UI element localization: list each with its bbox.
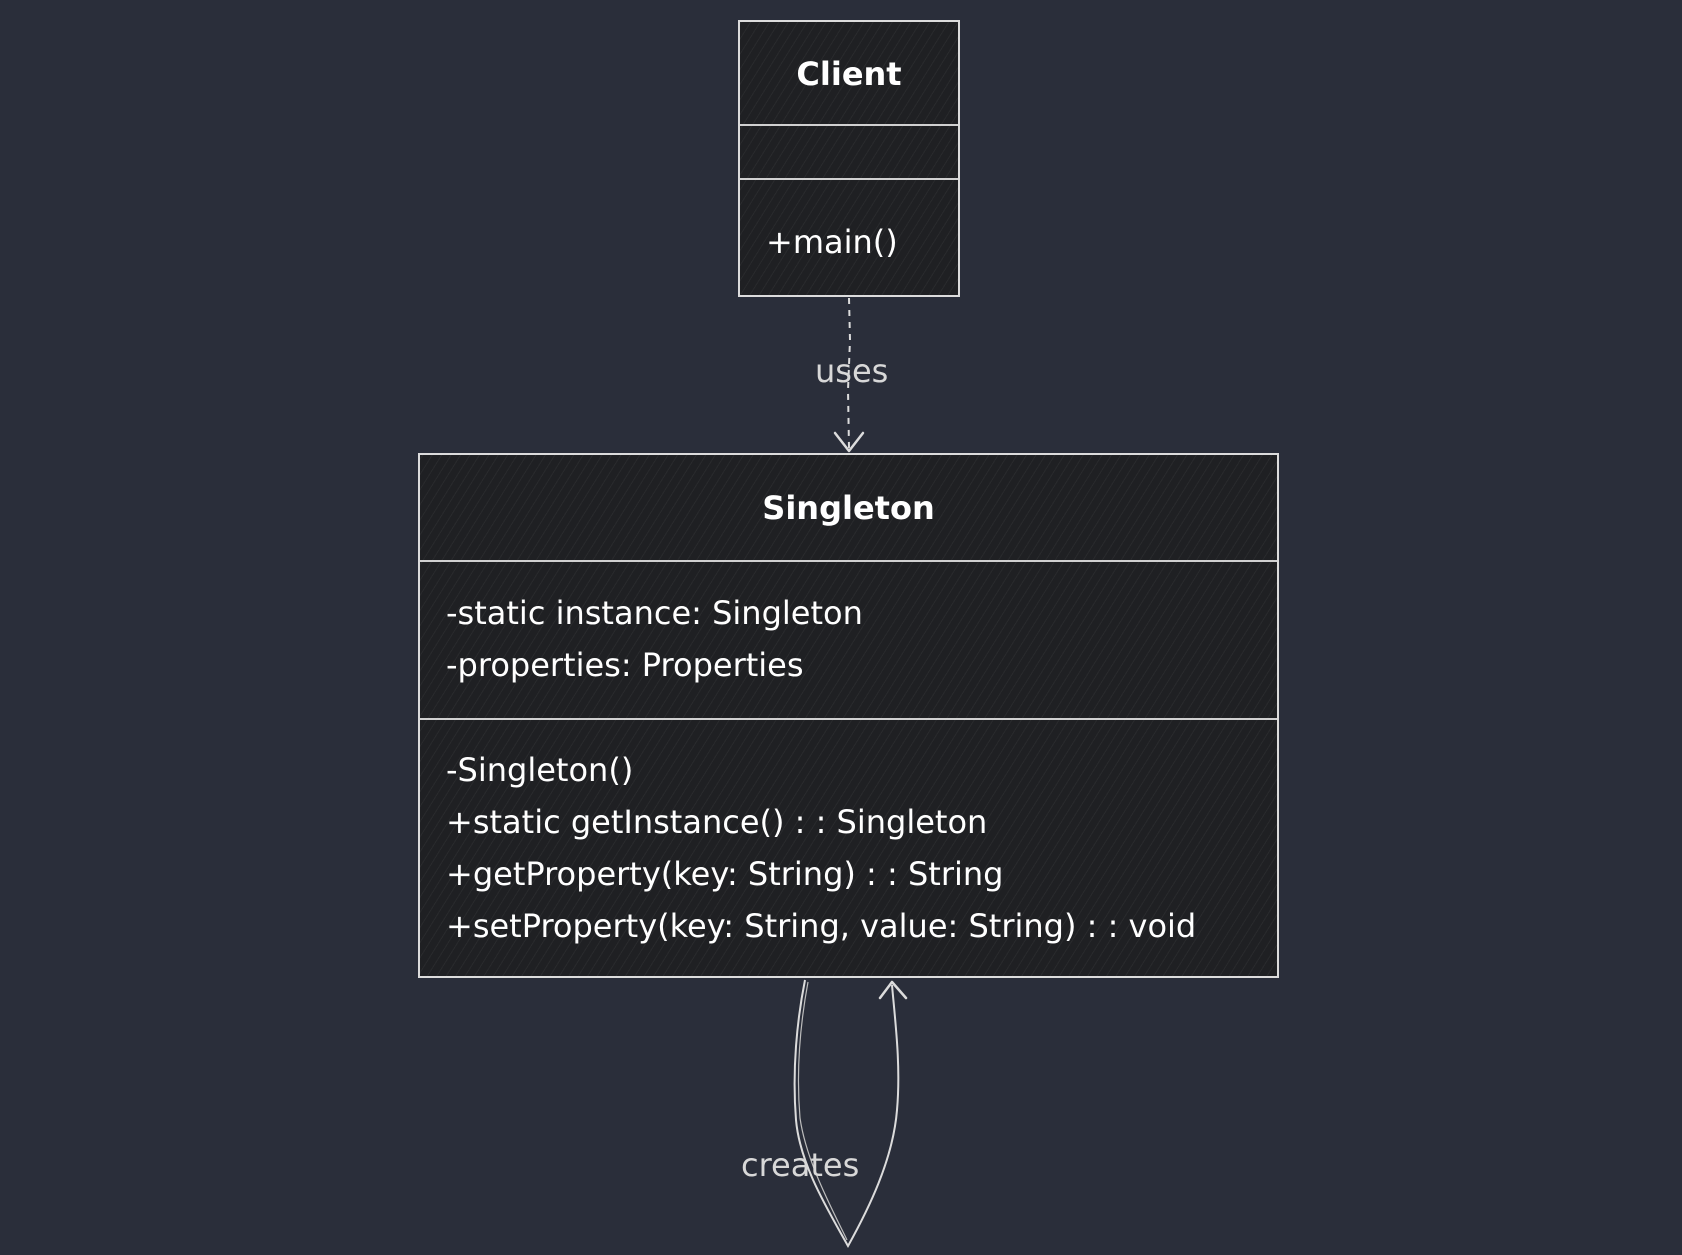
creates-loop-shadow-stroke (797, 981, 848, 1241)
singleton-class-name: Singleton (420, 455, 1277, 562)
singleton-method: +setProperty(key: String, value: String)… (446, 907, 1197, 945)
singleton-attribute: -properties: Properties (446, 646, 804, 684)
client-class-name: Client (740, 22, 958, 126)
creates-label: creates (741, 1146, 860, 1184)
client-method: +main() (766, 223, 898, 261)
creates-association-loop (793, 979, 900, 1249)
client-class-box[interactable]: Client +main() (738, 20, 960, 297)
uses-label: uses (815, 352, 889, 390)
singleton-attributes-section: -static instance: Singleton -properties:… (420, 562, 1277, 720)
uses-arrowhead (833, 431, 865, 453)
singleton-method: +static getInstance() : : Singleton (446, 803, 988, 841)
singleton-methods-section: -Singleton() +static getInstance() : : S… (420, 720, 1277, 952)
creates-arrowhead (878, 980, 908, 1000)
singleton-attribute: -static instance: Singleton (446, 594, 863, 632)
singleton-method: -Singleton() (446, 751, 634, 789)
client-methods-section: +main() (740, 180, 958, 268)
client-attributes-section (740, 126, 958, 180)
singleton-class-box[interactable]: Singleton -static instance: Singleton -p… (418, 453, 1279, 978)
singleton-method: +getProperty(key: String) : : String (446, 855, 1004, 893)
uses-dependency-line (846, 297, 852, 449)
